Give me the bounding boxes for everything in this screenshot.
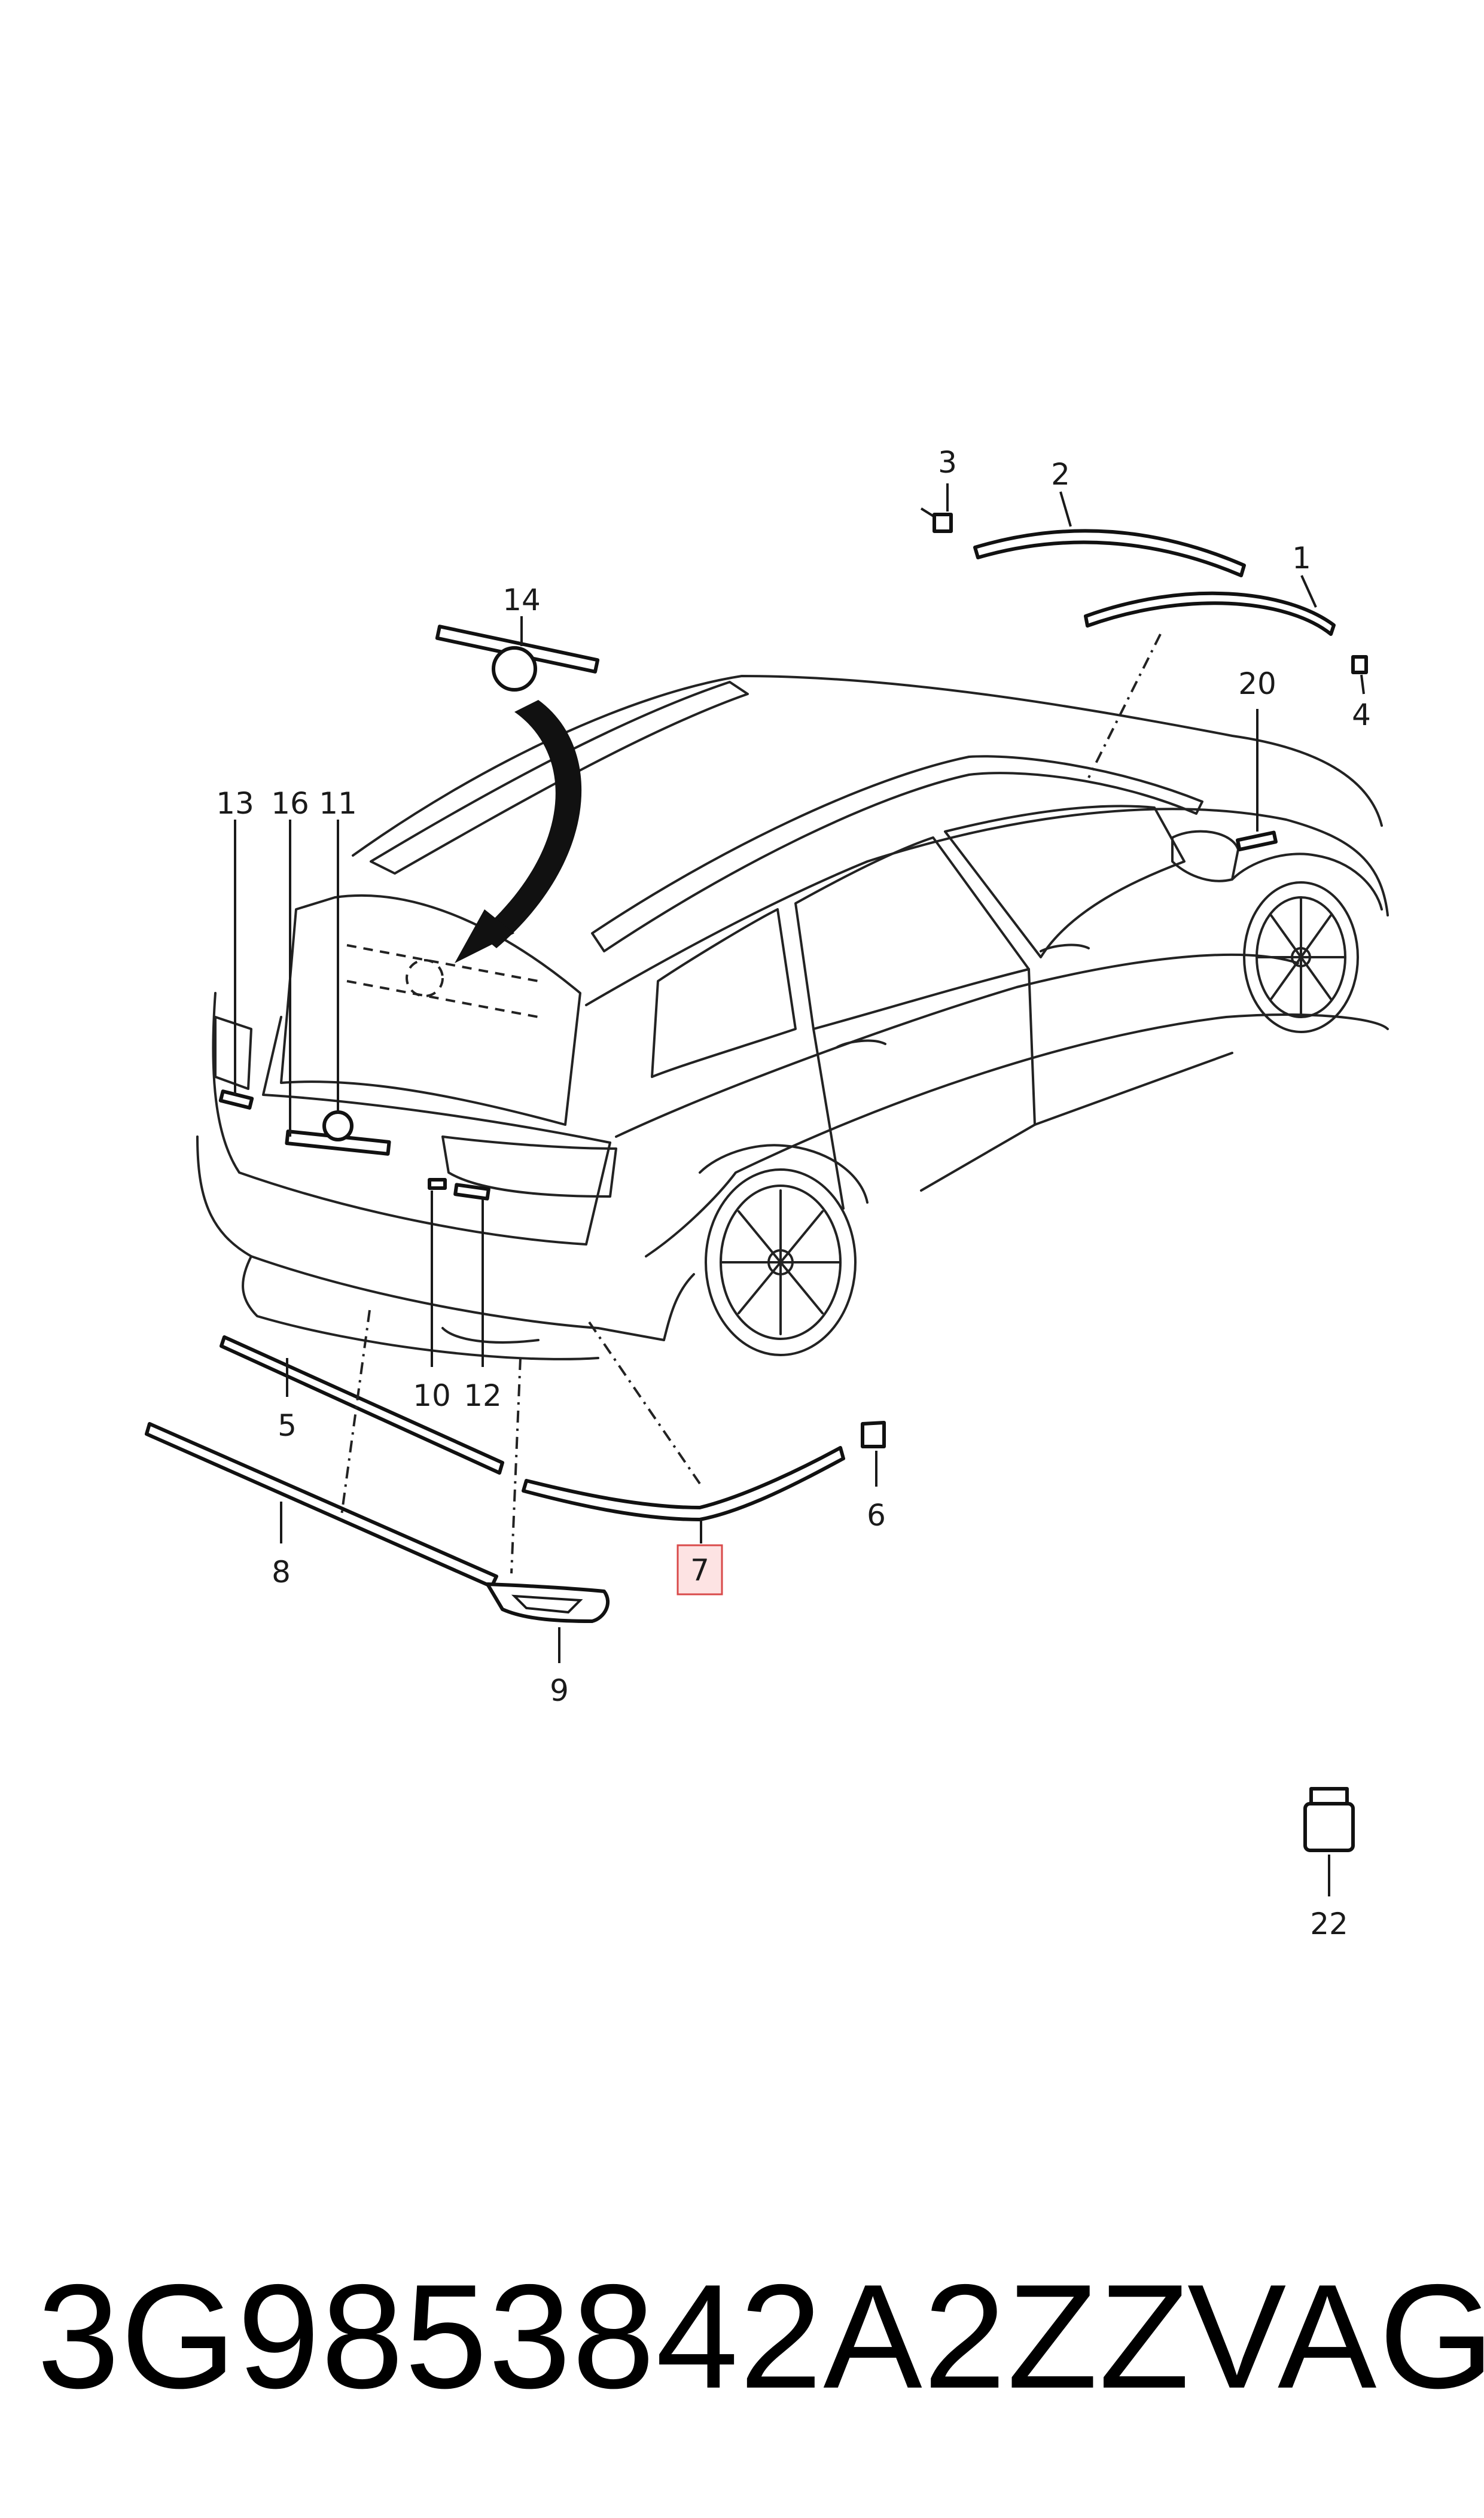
part-4-illustration [1351,655,1368,674]
brand-label: VAG [1187,2253,1484,2419]
callout-8[interactable]: 8 [272,1555,291,1590]
car-illustration [196,675,1389,1360]
callout-labels: 3 2 1 4 20 14 13 16 11 10 12 5 8 6 7 9 2… [216,445,1371,1941]
callout-9[interactable]: 9 [550,1673,569,1708]
callout-10[interactable]: 10 [413,1378,451,1413]
callout-14[interactable]: 14 [502,583,541,617]
callout-6[interactable]: 6 [867,1498,886,1533]
part-11-illustration [322,1110,354,1141]
callout-20[interactable]: 20 [1238,666,1276,701]
part-22-illustration [1303,1787,1355,1852]
direction-arrow [455,700,582,963]
part-14-illustration [435,625,600,692]
part-9-illustration [486,1582,610,1623]
callout-11[interactable]: 11 [319,786,357,821]
callout-3[interactable]: 3 [938,445,957,480]
callout-1[interactable]: 1 [1292,541,1311,576]
callout-13[interactable]: 13 [216,786,254,821]
callout-16[interactable]: 16 [271,786,309,821]
callout-7[interactable]: 7 [690,1553,709,1588]
footer: 3G9853842A2ZZ VAG [0,2261,1484,2411]
callout-4[interactable]: 4 [1352,698,1371,732]
part-2-illustration [973,529,1246,577]
callout-7-highlight [677,1544,723,1596]
part-10-illustration [428,1178,447,1190]
part-1-illustration [1084,591,1336,636]
part-7-illustration [522,1446,845,1521]
leader-lines [234,483,1365,1896]
part-number: 3G9853842A2ZZ [37,2253,1191,2419]
part-3-illustration [920,507,953,533]
part-5-illustration [220,1335,504,1475]
part-13-illustration [218,1089,254,1110]
callout-2[interactable]: 2 [1051,457,1070,492]
part-6-illustration [861,1421,886,1448]
part-12-illustration [453,1183,490,1201]
callout-5[interactable]: 5 [278,1408,297,1443]
callout-22[interactable]: 22 [1310,1907,1348,1941]
callout-12[interactable]: 12 [464,1378,502,1413]
